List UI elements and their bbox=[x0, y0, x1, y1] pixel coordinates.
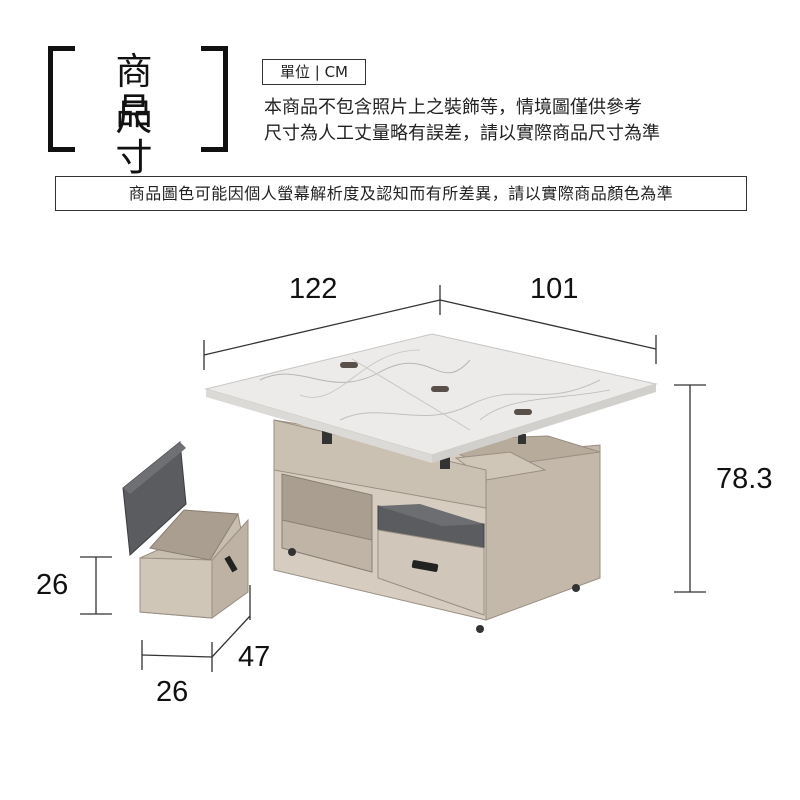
table-height-label: 78.3 bbox=[716, 463, 773, 495]
section-title: 商品 尺寸 bbox=[48, 46, 228, 178]
disclaimer-line-1: 本商品不包含照片上之裝飾等，情境圖僅供參考 bbox=[264, 97, 642, 118]
stool-height-label: 26 bbox=[36, 569, 69, 601]
coffee-table bbox=[273, 419, 601, 633]
title-line-2: 尺寸 bbox=[115, 96, 167, 179]
right-bracket bbox=[201, 46, 228, 152]
dimension-lines bbox=[80, 285, 706, 672]
disclaimer-line-2: 尺寸為人工丈量略有誤差，請以實際商品尺寸為準 bbox=[264, 123, 660, 144]
color-disclaimer: 商品圖色可能因個人螢幕解析度及認知而有所差異，請以實際商品顏色為準 bbox=[55, 176, 747, 211]
title-line-1: 商品 bbox=[115, 50, 167, 133]
unit-label: 單位 | CM bbox=[262, 59, 366, 85]
marble-tabletop bbox=[204, 333, 658, 463]
table-width-label: 122 bbox=[289, 273, 338, 305]
left-bracket bbox=[48, 46, 75, 152]
storage-stool bbox=[122, 441, 249, 619]
stool-width-label: 26 bbox=[156, 676, 189, 708]
table-depth-label: 101 bbox=[530, 273, 579, 305]
stool-length-label: 47 bbox=[238, 641, 271, 673]
